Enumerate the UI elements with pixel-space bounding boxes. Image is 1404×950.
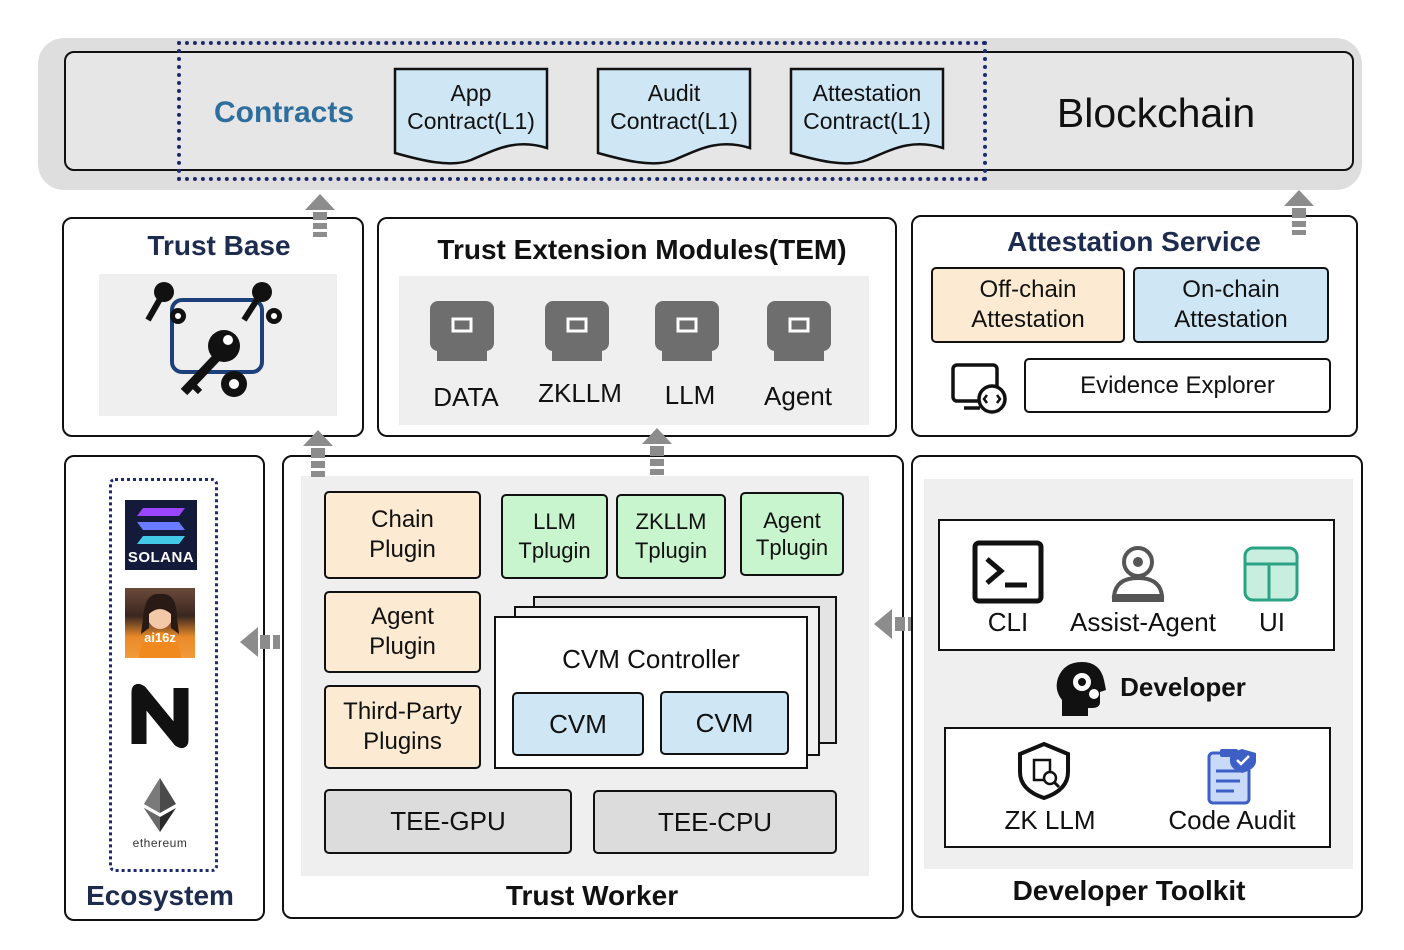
tem-module-zkllm: ZKLLM xyxy=(538,378,622,408)
code-audit-document-icon xyxy=(1207,749,1256,805)
app-contract-shape xyxy=(393,67,549,165)
agent-plugin-line1: Agent xyxy=(371,603,434,630)
evidence-explorer-button[interactable]: Evidence Explorer xyxy=(1024,358,1331,413)
solana-logo: SOLANA xyxy=(125,500,197,570)
offchain-line1: Off-chain xyxy=(979,276,1077,303)
zkllm-chip-icon xyxy=(545,301,609,361)
ui-layout-icon xyxy=(1243,546,1299,602)
code-audit-label: Code Audit xyxy=(1168,805,1296,835)
tem-module-llm: LLM xyxy=(664,380,716,410)
third-party-line2: Plugins xyxy=(363,728,442,755)
arrow-up-attestation xyxy=(1284,190,1314,235)
attestation-contract-shape xyxy=(789,67,945,165)
onchain-attestation-box: On-chain Attestation xyxy=(1133,267,1329,343)
offchain-attestation-box: Off-chain Attestation xyxy=(931,267,1125,343)
ethereum-text: ethereum xyxy=(132,836,188,850)
developer-toolkit-title: Developer Toolkit xyxy=(1012,875,1246,906)
cli-label: CLI xyxy=(987,607,1029,637)
llm-chip-icon xyxy=(655,301,719,361)
trust-worker-title: Trust Worker xyxy=(505,880,679,911)
tee-cpu-box: TEE-CPU xyxy=(593,790,837,854)
ui-label: UI xyxy=(1259,607,1285,637)
keys-gears-icon xyxy=(145,282,282,397)
chain-plugin-box: Chain Plugin xyxy=(324,491,481,579)
attestation-title: Attestation Service xyxy=(1007,226,1261,257)
data-chip-icon xyxy=(430,301,494,361)
audit-contract-line2: Contract(L1) xyxy=(610,108,738,134)
agent-plugin-box: Agent Plugin xyxy=(324,591,481,673)
cli-terminal-icon xyxy=(972,540,1044,604)
contract-shapes xyxy=(393,67,945,165)
trust-base-title: Trust Base xyxy=(147,230,291,261)
assist-agent-person-icon xyxy=(1111,546,1165,602)
explorer-monitor-icon xyxy=(951,363,1007,414)
chain-plugin-line2: Plugin xyxy=(369,536,436,563)
zk-llm-label: ZK LLM xyxy=(1004,805,1096,835)
tem-title: Trust Extension Modules(TEM) xyxy=(437,234,847,265)
zkllm-tplugin-box: ZKLLM Tplugin xyxy=(616,494,726,579)
agent-chip-icon xyxy=(767,301,831,361)
llm-tplugin-line2: Tplugin xyxy=(518,537,591,563)
cvm-box-2: CVM xyxy=(660,691,789,755)
agent-tplugin-box: Agent Tplugin xyxy=(740,492,844,576)
onchain-line2: Attestation xyxy=(1174,306,1288,333)
near-logo-icon xyxy=(131,683,189,749)
tee-gpu-box: TEE-GPU xyxy=(324,789,572,854)
tem-module-agent: Agent xyxy=(764,381,832,411)
ai16z-text: ai16z xyxy=(144,630,176,645)
agent-plugin-line2: Plugin xyxy=(369,633,436,660)
arrow-up-worker-to-tem xyxy=(642,428,672,475)
zkllm-tplugin-line2: Tplugin xyxy=(634,537,708,563)
attestation-contract-line1: Attestation xyxy=(812,80,922,106)
third-party-line1: Third-Party xyxy=(343,698,462,725)
zk-llm-shield-icon xyxy=(1018,741,1070,801)
attestation-contract-line2: Contract(L1) xyxy=(803,108,931,134)
arrow-up-trustbase xyxy=(305,194,335,237)
developer-label: Developer xyxy=(1120,672,1246,702)
arrow-up-worker-to-trustbase xyxy=(303,430,333,477)
third-party-plugins-box: Third-Party Plugins xyxy=(324,685,481,769)
app-contract-line1: App xyxy=(450,80,492,106)
ecosystem-title: Ecosystem xyxy=(86,880,234,911)
app-contract-line2: Contract(L1) xyxy=(407,108,535,134)
ecosystem-dotted-group xyxy=(109,478,218,872)
blockchain-title: Blockchain xyxy=(1056,90,1256,136)
chain-plugin-line1: Chain xyxy=(371,506,434,533)
cvm-controller-label: CVM Controller xyxy=(562,644,740,674)
tem-chip-icons xyxy=(430,301,831,361)
audit-contract-line1: Audit xyxy=(647,80,701,106)
llm-tplugin-line1: LLM xyxy=(533,508,576,534)
solana-text: SOLANA xyxy=(127,549,195,566)
ethereum-logo-icon xyxy=(144,778,176,832)
llm-tplugin-box: LLM Tplugin xyxy=(501,494,608,579)
toolkit-audit-box xyxy=(944,727,1331,848)
cvm-box-1: CVM xyxy=(512,692,644,756)
contracts-dotted-group xyxy=(177,41,987,181)
assist-agent-label: Assist-Agent xyxy=(1070,607,1216,637)
offchain-line2: Attestation xyxy=(971,306,1085,333)
contracts-label: Contracts xyxy=(214,96,355,129)
audit-contract-shape xyxy=(596,67,752,165)
agent-tplugin-line1: Agent xyxy=(763,507,821,533)
developer-head-gears-icon xyxy=(1056,662,1106,716)
zkllm-tplugin-line1: ZKLLM xyxy=(635,508,707,534)
onchain-line1: On-chain xyxy=(1182,276,1280,303)
tem-module-data: DATA xyxy=(433,382,499,412)
agent-tplugin-line2: Tplugin xyxy=(755,535,829,560)
ai16z-logo: ai16z xyxy=(125,588,195,658)
